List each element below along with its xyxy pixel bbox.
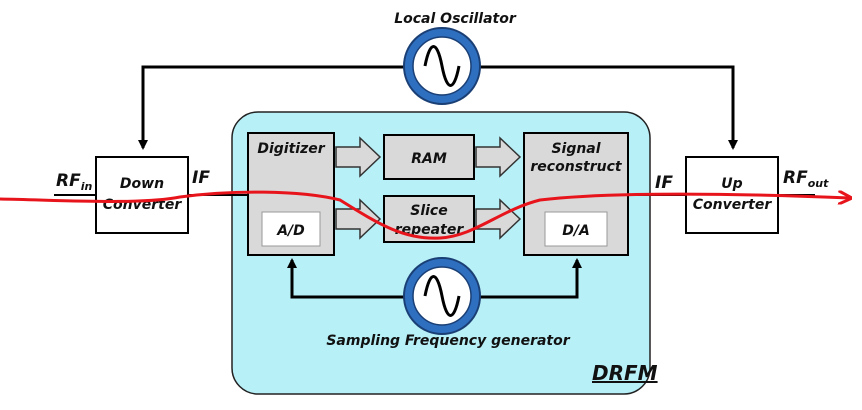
ram-block [383, 134, 475, 180]
sampling-oscillator [403, 257, 481, 335]
sampling-line-right [480, 258, 582, 299]
ad-subblock [261, 211, 321, 247]
ram-label: RAM [411, 151, 447, 167]
arrow-digitizer-to-slice [335, 198, 382, 240]
da-label: D/A [562, 223, 590, 239]
slice-repeater-line2: repeater [395, 222, 465, 238]
sampling-line-left [287, 258, 405, 299]
local-oscillator-label: Local Oscillator [394, 11, 517, 27]
up-converter-line2: Converter [693, 197, 773, 213]
lo-line-right [480, 65, 738, 150]
signal-path [0, 192, 850, 240]
rf-out-subscript: out [808, 177, 829, 190]
reconstruct-line2: reconstruct [530, 159, 622, 175]
digitizer-label: Digitizer [257, 141, 325, 157]
block-arrows [335, 136, 522, 240]
rf-out-label: RFout [783, 168, 829, 190]
slice-repeater-line1: Slice [410, 203, 447, 219]
arrow-digitizer-to-ram [335, 136, 382, 178]
down-converter-block [95, 156, 189, 234]
arrow-slice-to-reconstruct [475, 198, 522, 240]
arrow-ram-to-reconstruct [475, 136, 522, 178]
local-oscillator [403, 27, 481, 105]
if-right-label: IF [655, 173, 673, 193]
rf-in-label: RFin [56, 171, 92, 193]
da-subblock [544, 211, 608, 247]
ad-label: A/D [276, 223, 305, 239]
drfm-label: DRFM [592, 361, 658, 385]
if-left-label: IF [192, 168, 210, 188]
rf-in-subscript: in [81, 180, 93, 193]
up-converter-line1: Up [721, 176, 742, 192]
down-converter-line1: Down [120, 176, 164, 192]
lo-line-left [138, 65, 405, 150]
reconstruct-line1: Signal [551, 141, 600, 157]
sampling-label: Sampling Frequency generator [326, 333, 570, 349]
